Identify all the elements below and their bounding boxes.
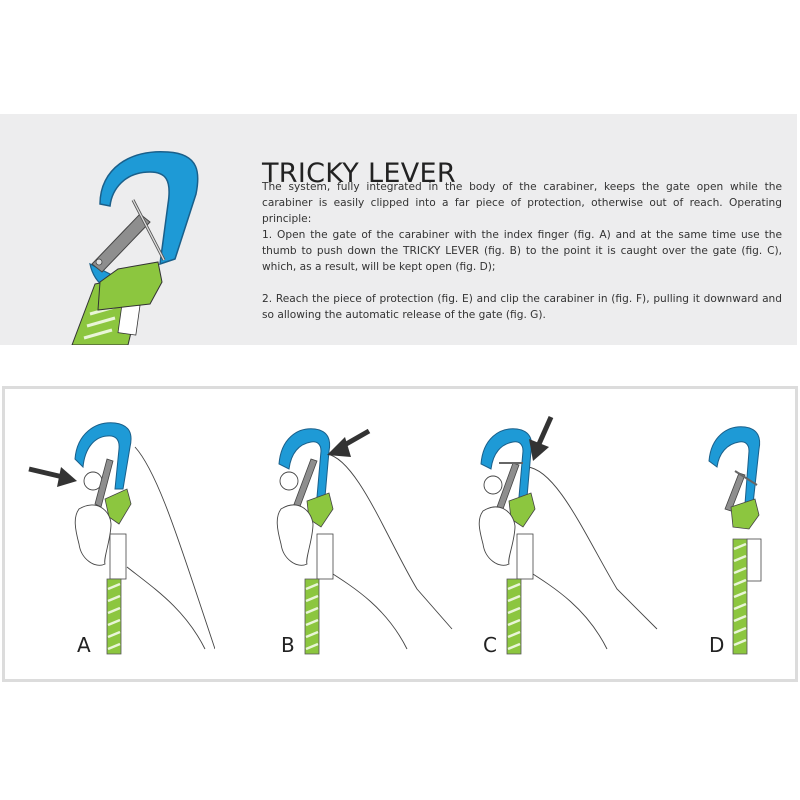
figure-d-label: D xyxy=(709,633,725,657)
figure-b-illustration xyxy=(276,428,453,655)
figure-c-illustration xyxy=(478,415,658,655)
figure-c-label: C xyxy=(483,633,497,657)
figure-b-label: B xyxy=(281,633,295,657)
figure-d-illustration xyxy=(708,426,762,655)
step-1-paragraph: 1. Open the gate of the carabiner with t… xyxy=(262,229,782,273)
step-2-paragraph: 2. Reach the piece of protection (fig. E… xyxy=(262,293,782,321)
figure-a-illustration xyxy=(28,422,215,655)
figure-c: C xyxy=(477,389,677,679)
figure-a: A xyxy=(15,389,215,679)
intro-paragraph: The system, fully integrated in the body… xyxy=(262,181,782,225)
figure-b: B xyxy=(267,389,467,679)
figure-d: D xyxy=(695,389,795,679)
carabiner-hero-illustration xyxy=(71,150,199,345)
figures-frame: A B xyxy=(2,386,798,682)
intro-panel: TRICKY LEVER The system, fully integrate… xyxy=(0,114,797,345)
page-title: TRICKY LEVER xyxy=(262,158,456,190)
figure-a-label: A xyxy=(77,633,91,657)
